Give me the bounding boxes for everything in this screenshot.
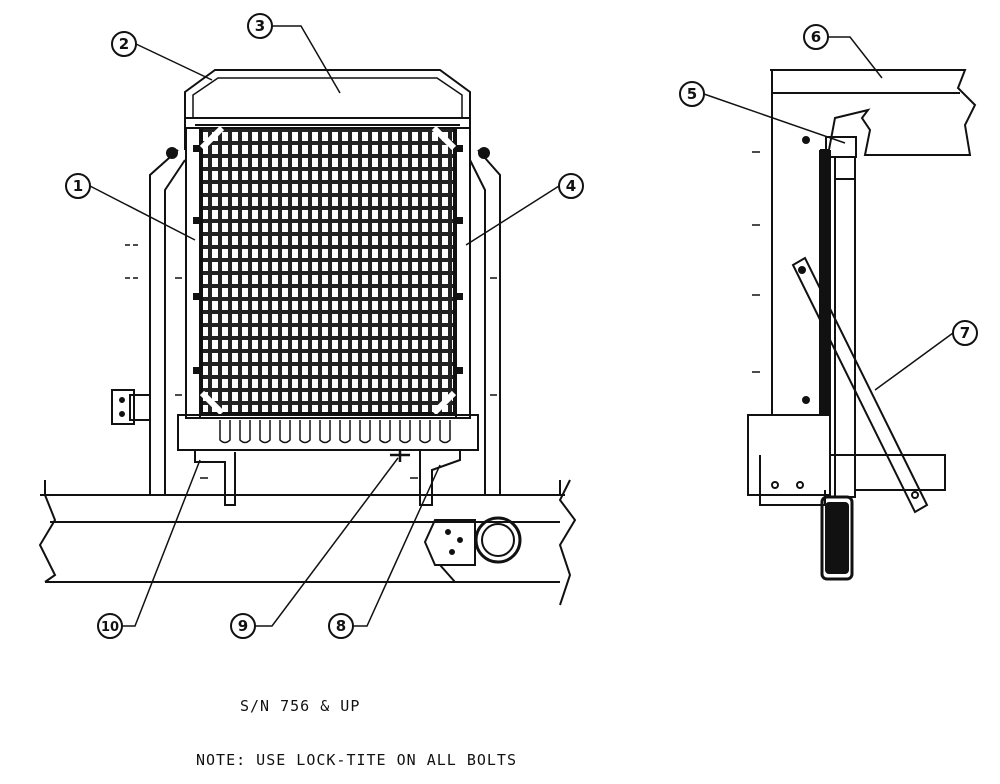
frame-plate-hole-2: [457, 537, 463, 543]
serial-number-note: S/N 756 & UP: [240, 697, 361, 715]
hub-inner: [481, 523, 515, 557]
frame-plate: [423, 519, 476, 566]
svg-text:3: 3: [255, 17, 265, 35]
tick-marks-left: [125, 244, 182, 396]
callout-8: 8: [328, 613, 354, 639]
left-support: [129, 149, 186, 495]
side-hole-1: [771, 481, 779, 489]
svg-text:8: 8: [336, 617, 346, 635]
svg-text:6: 6: [811, 28, 821, 46]
leader-1: [89, 185, 196, 241]
callout-6: 6: [803, 24, 829, 50]
svg-text:1: 1: [73, 177, 83, 195]
frame-plate-hole-1: [445, 529, 451, 535]
diagonal-brace: [791, 256, 929, 514]
svg-text:4: 4: [566, 177, 576, 195]
callout-10: 10: [97, 613, 123, 639]
leader-8: [353, 464, 441, 627]
side-frame-outer: [747, 70, 831, 496]
side-frame-dot-1: [802, 136, 810, 144]
hub-outer: [474, 516, 522, 564]
leader-7: [874, 332, 954, 391]
svg-text:2: 2: [119, 35, 129, 53]
shroud-inner: [192, 77, 463, 118]
leader-9: [255, 457, 399, 627]
right-bottom-bracket: [419, 450, 461, 506]
side-upright-fill: [820, 149, 830, 416]
callout-7: 7: [952, 320, 978, 346]
callout-2: 2: [111, 31, 137, 57]
center-mount-bolt: [390, 450, 410, 462]
leader-4: [465, 185, 560, 246]
side-handle: [820, 495, 854, 581]
leader-3: [272, 25, 341, 94]
callout-5: 5: [679, 81, 705, 107]
svg-text:5: 5: [687, 85, 697, 103]
side-bolts: [166, 145, 490, 374]
top-tank-shroud: [184, 69, 471, 150]
radiator-core: [201, 127, 455, 414]
frame-plate-hole-3: [449, 549, 455, 555]
leader-2: [135, 43, 213, 81]
side-post-cap: [834, 156, 856, 180]
callout-3: 3: [247, 13, 273, 39]
bottom-tank-fins: [219, 420, 451, 444]
callout-1: 1: [65, 173, 91, 199]
side-view: [747, 69, 977, 581]
right-support: [469, 149, 501, 495]
left-bracket: [111, 389, 135, 425]
right-side-channel: [455, 127, 471, 419]
left-bracket-bolt-bottom: [119, 411, 125, 417]
frame-beam: [38, 479, 577, 606]
leader-6: [828, 36, 883, 79]
svg-text:7: 7: [960, 324, 970, 342]
side-handle-inner: [825, 502, 849, 574]
lock-tite-note: NOTE: USE LOCK-TITE ON ALL BOLTS: [196, 751, 517, 769]
front-view: [38, 69, 577, 606]
left-bottom-bracket: [194, 450, 236, 506]
svg-text:10: 10: [101, 620, 119, 635]
tick-marks-right: [200, 277, 497, 479]
callout-4: 4: [558, 173, 584, 199]
left-side-channel: [185, 127, 201, 419]
side-frame-dot-2: [802, 396, 810, 404]
hub-tube: [439, 564, 456, 583]
leader-lines: [89, 25, 954, 627]
bottom-tank: [177, 414, 479, 451]
leader-10: [122, 459, 201, 627]
left-bracket-bolt-top: [119, 397, 125, 403]
callout-9: 9: [230, 613, 256, 639]
svg-text:9: 9: [238, 617, 248, 635]
core-corner-bevel: [199, 125, 457, 416]
leader-5: [703, 93, 846, 144]
brace-hole-bottom: [911, 491, 919, 499]
side-tick-marks: [752, 151, 761, 472]
brace-hole-top: [798, 266, 806, 274]
side-hole-2: [796, 481, 804, 489]
side-top-beam: [770, 69, 977, 156]
